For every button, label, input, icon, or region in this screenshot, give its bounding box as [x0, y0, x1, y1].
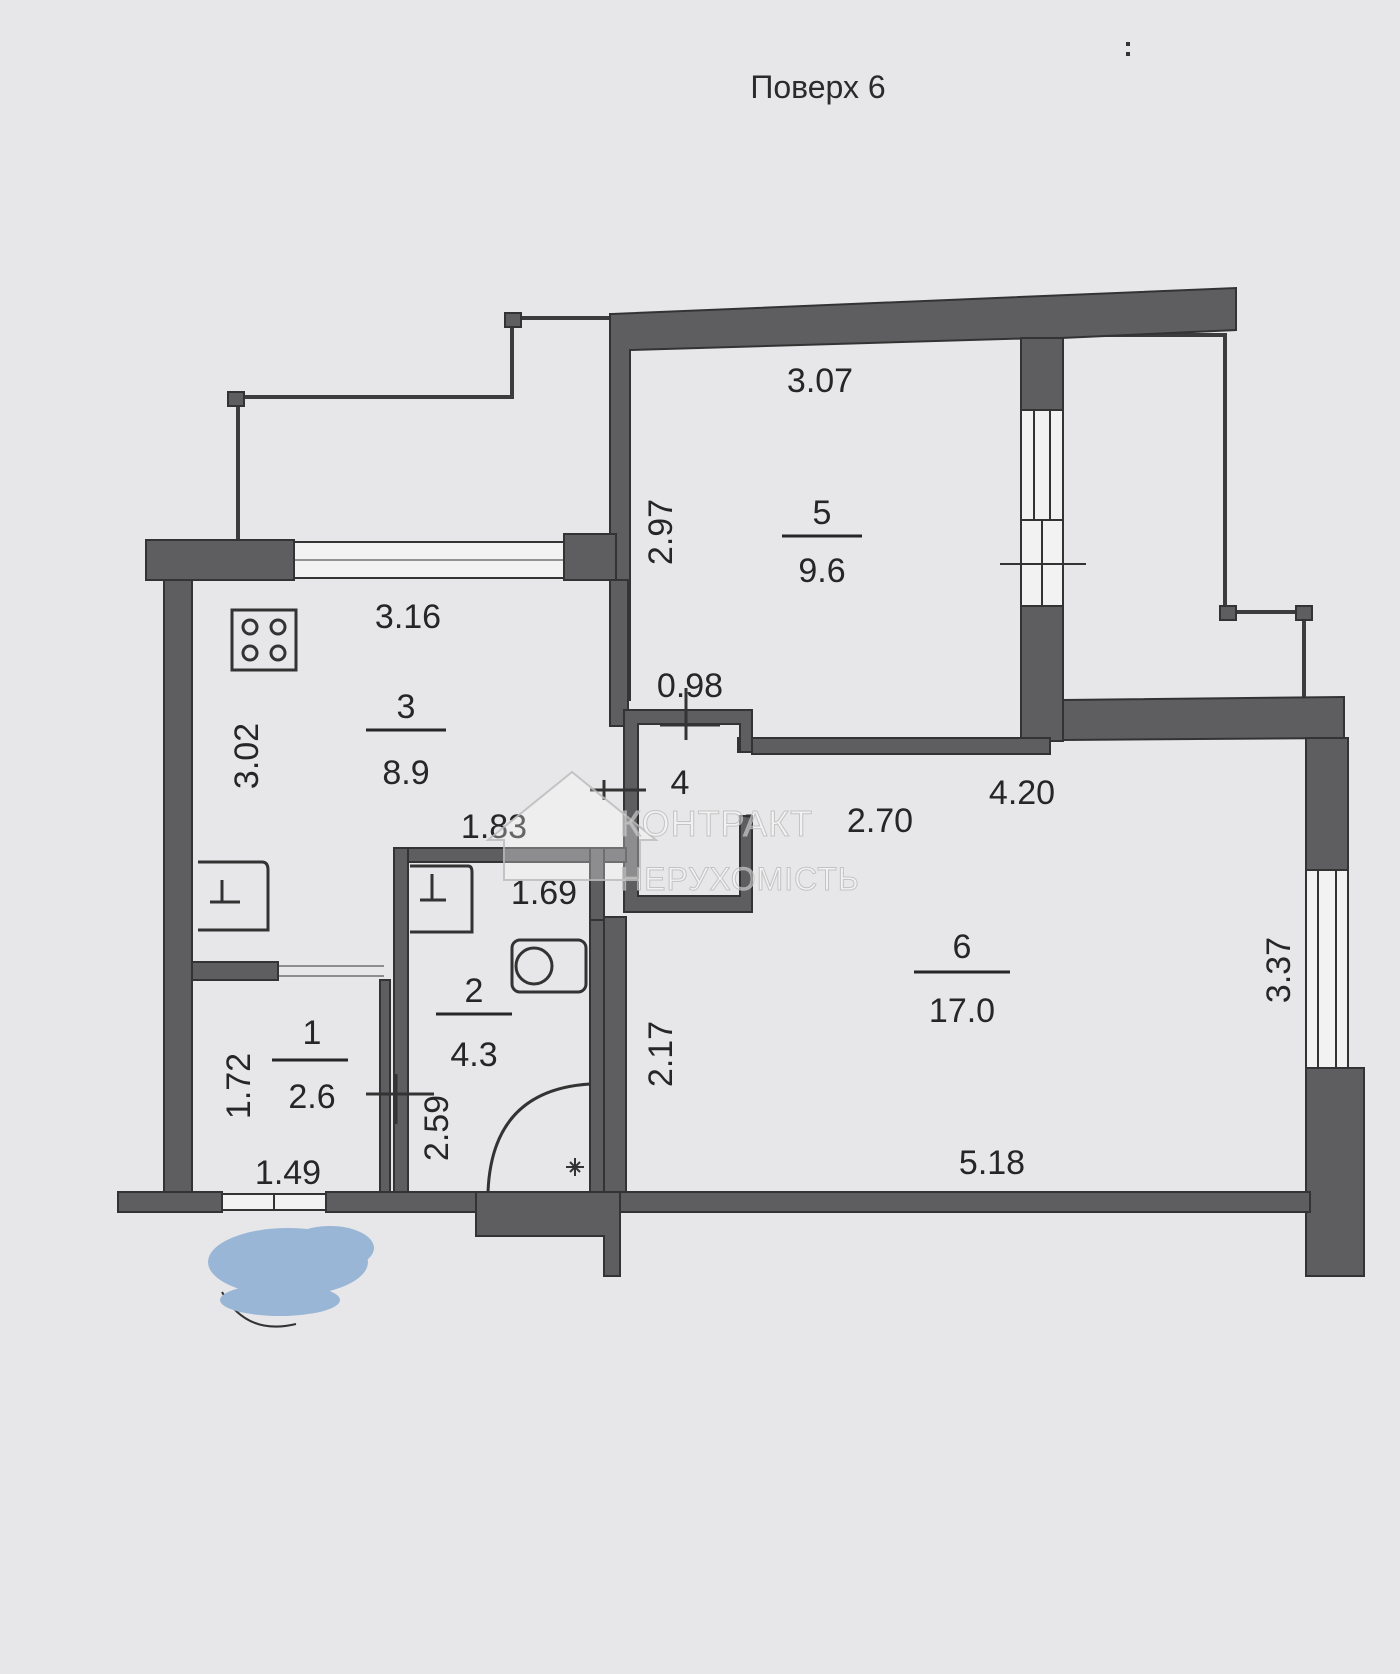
room-label-5: 5 9.6 — [782, 494, 862, 590]
room-label-3: 3 8.9 — [366, 688, 446, 792]
svg-text:6: 6 — [953, 928, 972, 966]
watermark: КОНТРАКТ НЕРУХОМІСТЬ — [485, 770, 860, 898]
house-logo-icon — [485, 770, 659, 881]
bathroom-sink-icon — [410, 864, 474, 934]
dim-bath-height: 2.59 — [418, 1095, 456, 1161]
svg-text:17.0: 17.0 — [929, 992, 995, 1030]
room-label-2: 2 4.3 — [436, 972, 512, 1074]
room-label-1: 1 2.6 — [272, 1014, 348, 1116]
redaction-blob — [208, 1226, 374, 1316]
dim-kitchen-width: 3.16 — [375, 598, 441, 636]
dust-mark — [1126, 42, 1130, 46]
dim-room6-left: 2.17 — [642, 1021, 680, 1087]
room-label-6: 6 17.0 — [914, 928, 1010, 1030]
svg-text:4: 4 — [671, 764, 690, 802]
dim-corridor-width: 0.98 — [657, 667, 723, 705]
stove-icon — [230, 608, 298, 672]
page-title: Поверх 6 — [750, 69, 885, 105]
windows — [221, 409, 1349, 1211]
dim-room6-top: 4.20 — [989, 774, 1055, 812]
svg-text:2.6: 2.6 — [288, 1078, 335, 1116]
dim-room5-width: 3.07 — [787, 362, 853, 400]
room6-window — [1305, 869, 1349, 1069]
watermark-line1: КОНТРАКТ — [620, 803, 813, 844]
kitchen-sink-icon — [198, 860, 270, 932]
shower-icon — [486, 1082, 591, 1193]
balcony-frame — [227, 312, 612, 540]
interior-walls — [191, 709, 1051, 1193]
toilet-icon — [510, 938, 588, 994]
dim-hall-b: 2.70 — [847, 802, 913, 840]
svg-text:8.9: 8.9 — [382, 754, 429, 792]
room-label-4: 4 — [671, 764, 690, 802]
dim-entry-width: 1.49 — [255, 1154, 321, 1192]
svg-text:2: 2 — [465, 972, 484, 1010]
watermark-line2: НЕРУХОМІСТЬ — [620, 861, 860, 897]
dust-mark — [1126, 52, 1130, 56]
dim-kitchen-height: 3.02 — [228, 723, 266, 789]
drain-icon — [566, 1158, 584, 1176]
svg-text:5: 5 — [813, 494, 832, 532]
svg-text:9.6: 9.6 — [798, 552, 845, 590]
dim-room6-side: 3.37 — [1260, 937, 1298, 1003]
dim-room6-bottom: 5.18 — [959, 1144, 1025, 1182]
svg-text:1: 1 — [303, 1014, 322, 1052]
right-balcony-frame — [1058, 333, 1313, 702]
svg-text:3: 3 — [397, 688, 416, 726]
dim-entry-height: 1.72 — [220, 1053, 258, 1119]
dim-room5-height: 2.97 — [642, 499, 680, 565]
svg-text:4.3: 4.3 — [450, 1036, 497, 1074]
